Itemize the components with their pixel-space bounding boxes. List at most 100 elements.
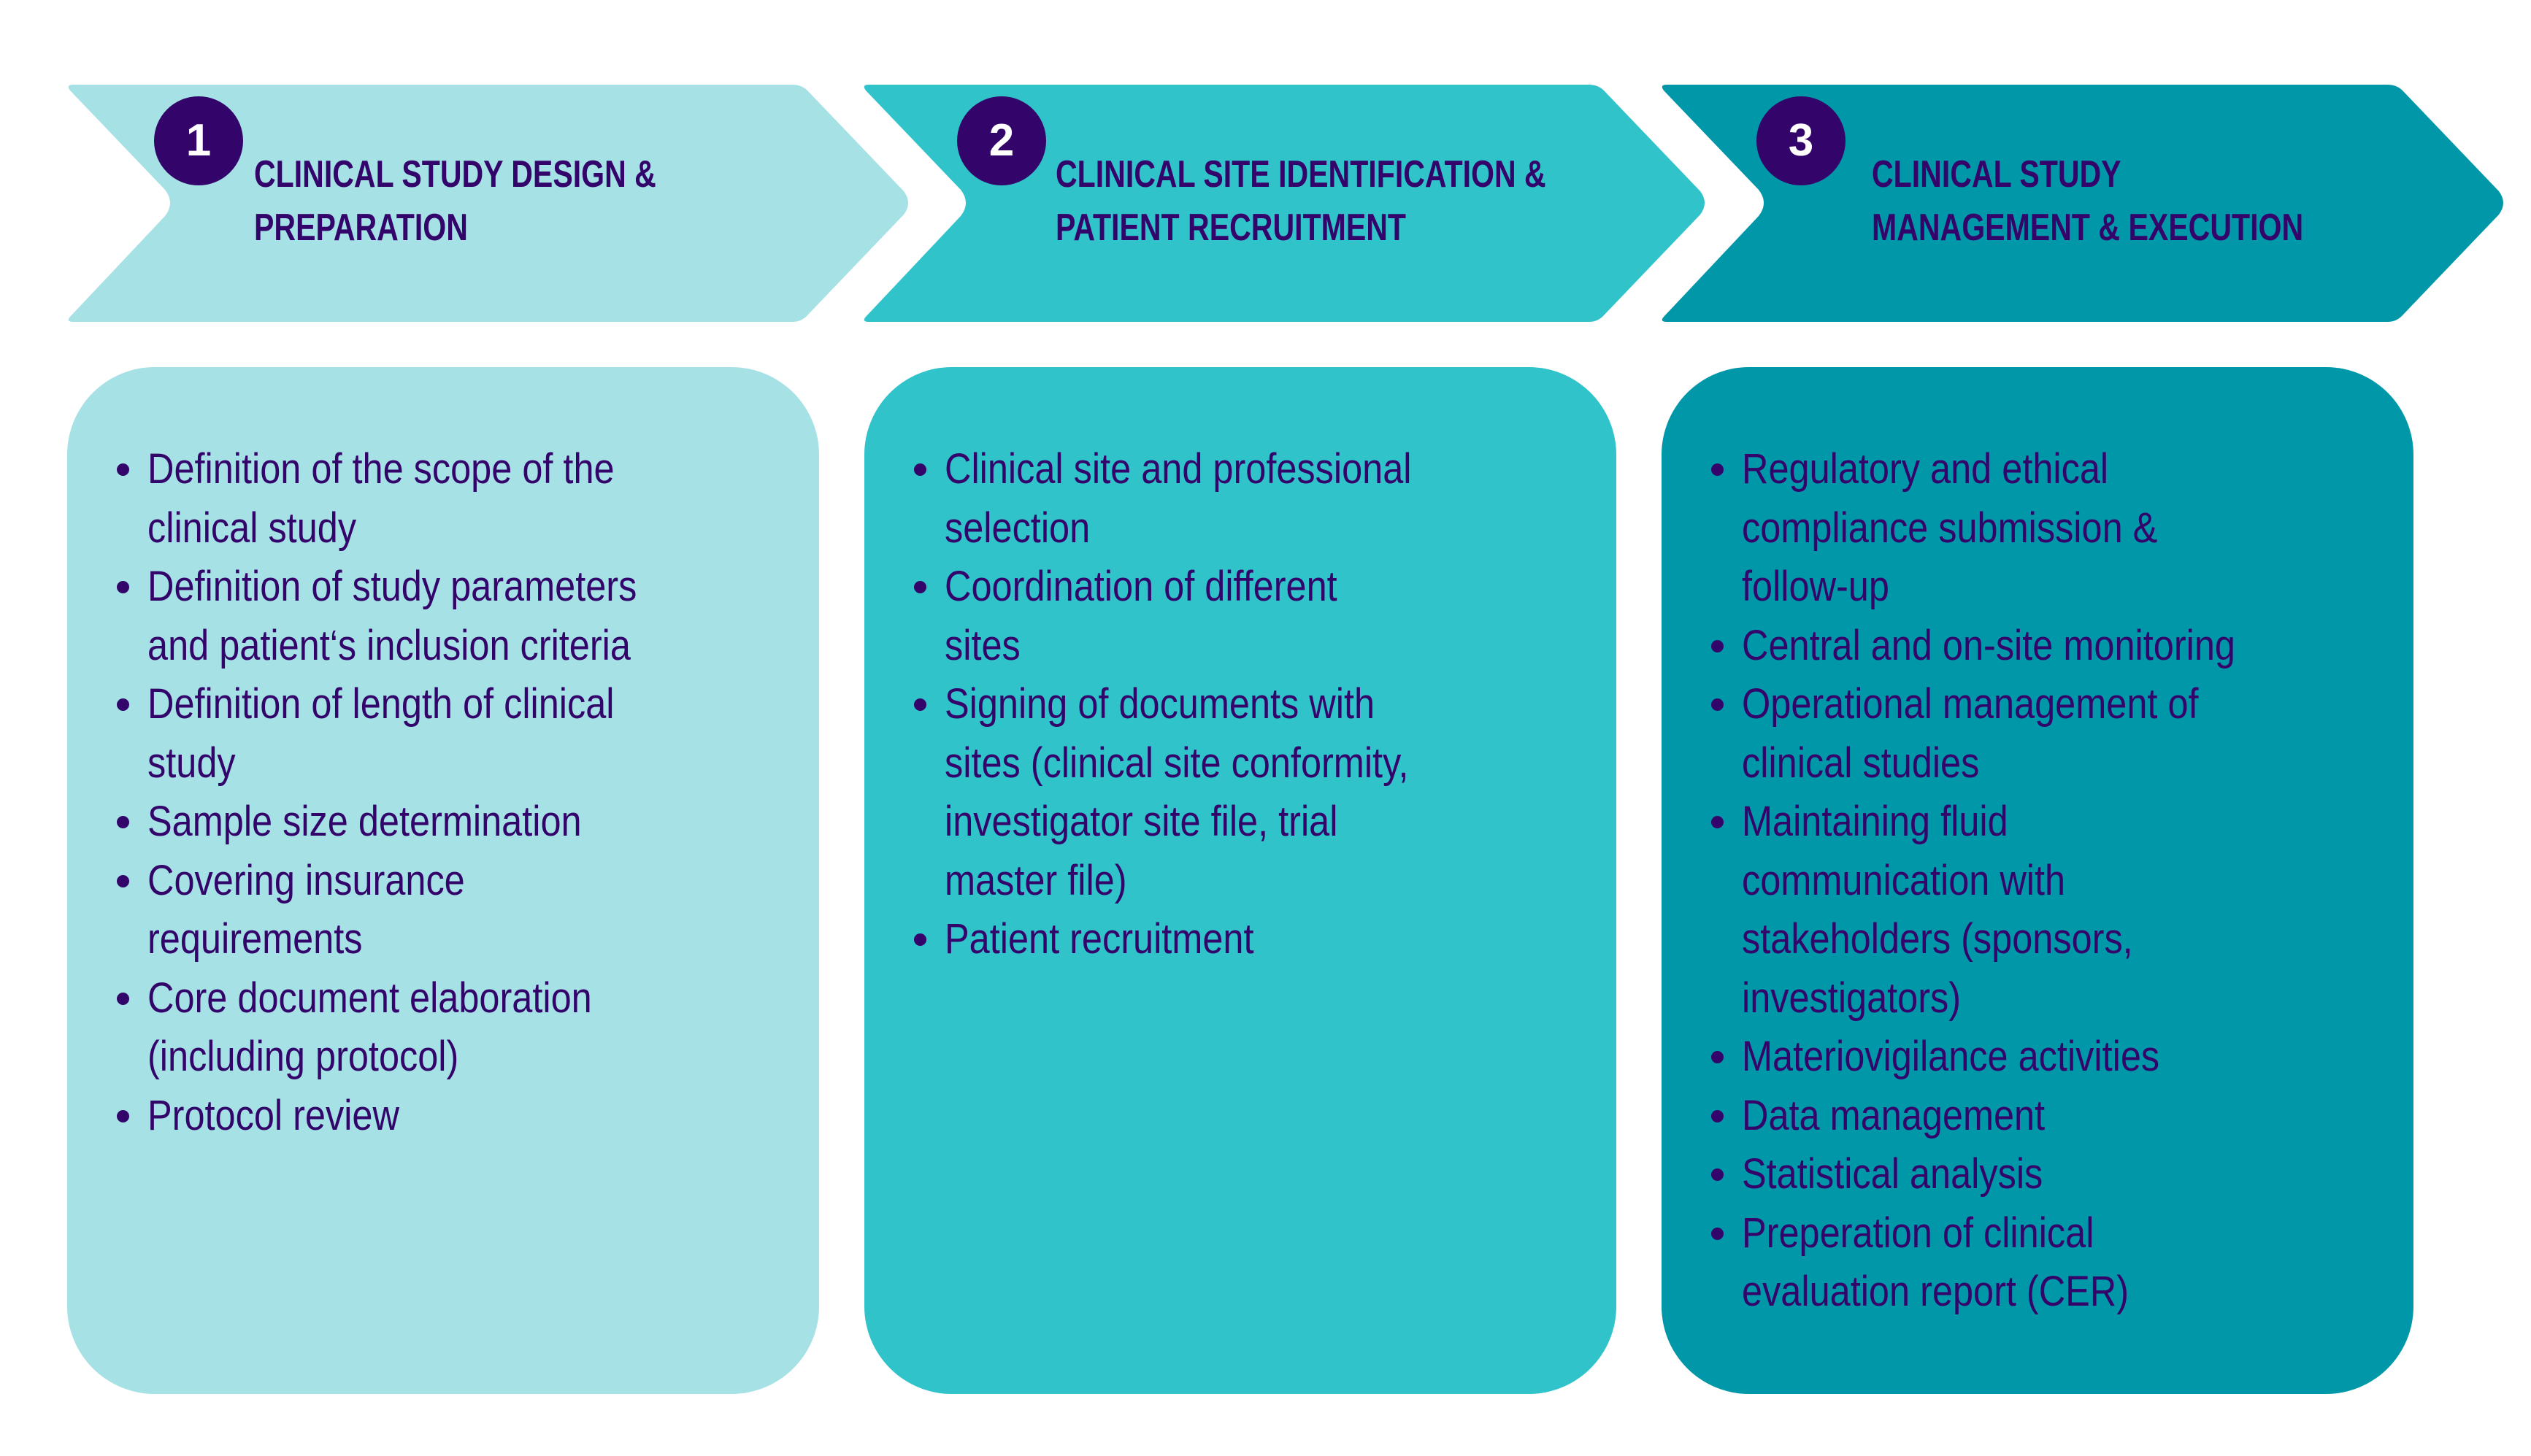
activity-item: Signing of documents with sites (clinical… <box>864 675 1616 910</box>
activity-item-text: sites (clinical site conformity, <box>945 739 1409 787</box>
step-number-badge-1: 1 <box>154 96 243 185</box>
activity-item-text: Coordination of different <box>945 563 1337 610</box>
activity-item-text: evaluation report (CER) <box>1742 1268 2129 1315</box>
activity-item-text: Maintaining fluid <box>1742 798 2008 845</box>
activity-item-text: Definition of study parameters <box>147 563 637 610</box>
bullet-icon <box>117 1109 129 1122</box>
activity-item-text: Materiovigilance activities <box>1742 1033 2160 1080</box>
activity-item: Preperation of clinical evaluation report… <box>1662 1204 2413 1322</box>
bullet-icon <box>1711 1051 1724 1063</box>
activity-item: Protocol review <box>67 1087 819 1146</box>
bullet-icon <box>117 698 129 711</box>
step-title-line: PATIENT RECRUITMENT <box>1056 207 1407 249</box>
step-title-3: CLINICAL STUDY MANAGEMENT & EXECUTION <box>1872 148 2303 255</box>
activity-item-text: Central and on-site monitoring <box>1742 621 2235 669</box>
activity-item-text: master file) <box>945 856 1127 904</box>
bullet-icon <box>914 581 926 593</box>
step-title-line: CLINICAL SITE IDENTIFICATION & <box>1056 153 1546 196</box>
activity-item: Patient recruitment <box>864 910 1616 969</box>
bullet-icon <box>117 874 129 887</box>
bullet-icon <box>1711 1227 1724 1240</box>
activity-item-text: Data management <box>1742 1091 2046 1139</box>
activity-item-text: investigators) <box>1742 974 1962 1022</box>
activity-item-text: Covering insurance <box>147 856 465 904</box>
activity-item-text: study <box>147 739 236 787</box>
bullet-icon <box>117 992 129 1005</box>
step-title-1: CLINICAL STUDY DESIGN & PREPARATION <box>254 148 656 255</box>
activity-item: Coordination of different sites <box>864 558 1616 675</box>
step-number: 2 <box>988 115 1015 166</box>
activity-item-text: Signing of documents with <box>945 680 1375 728</box>
step-number-badge-2: 2 <box>957 96 1046 185</box>
activity-item-text: Sample size determination <box>147 798 582 845</box>
activity-item-text: follow-up <box>1742 563 1889 610</box>
activity-item-text: Clinical site and professional <box>945 445 1412 493</box>
activity-item-text: and patient‘s inclusion criteria <box>147 621 631 669</box>
bullet-icon <box>1711 463 1724 476</box>
activity-item-text: selection <box>945 504 1091 552</box>
step-number: 3 <box>1788 115 1814 166</box>
activity-item: Sample size determination <box>67 793 819 852</box>
activity-item-text: Regulatory and ethical <box>1742 445 2109 493</box>
activity-item: Clinical site and professional selection <box>864 440 1616 558</box>
activity-item-text: clinical study <box>147 504 357 552</box>
bullet-icon <box>1711 1109 1724 1122</box>
activity-item: Operational management of clinical studie… <box>1662 675 2413 793</box>
step-card-1: Definition of the scope of the clinical s… <box>67 367 819 1394</box>
activity-item: Maintaining fluid communication with stake… <box>1662 793 2413 1028</box>
step-title-line: CLINICAL STUDY <box>1872 153 2121 196</box>
bullet-icon <box>914 698 926 711</box>
activity-item-text: Definition of length of clinical <box>147 680 615 728</box>
activity-item: Central and on-site monitoring <box>1662 617 2413 676</box>
activity-item-text: communication with <box>1742 856 2066 904</box>
activity-item: Regulatory and ethical compliance submiss… <box>1662 440 2413 617</box>
activity-item: Materiovigilance activities <box>1662 1028 2413 1087</box>
activity-item: Core document elaboration (including prot… <box>67 969 819 1087</box>
activity-item-text: Preperation of clinical <box>1742 1209 2094 1257</box>
activity-item-text: Core document elaboration <box>147 974 592 1022</box>
chevron-step-1 <box>68 85 908 322</box>
activity-item-text: investigator site file, trial <box>945 798 1338 845</box>
step-number-badge-3: 3 <box>1756 96 1846 185</box>
activity-item: Definition of the scope of the clinical s… <box>67 440 819 558</box>
bullet-icon <box>117 816 129 828</box>
activity-item: Definition of study parameters and patien… <box>67 558 819 675</box>
bullet-icon <box>914 933 926 946</box>
activity-item-text: Protocol review <box>147 1091 399 1139</box>
step-title-2: CLINICAL SITE IDENTIFICATION & PATIENT R… <box>1056 148 1546 255</box>
activity-item-text: compliance submission & <box>1742 504 2158 552</box>
bullet-icon <box>1711 816 1724 828</box>
chevron-step-3 <box>1662 85 2503 322</box>
activity-list: Regulatory and ethical compliance submiss… <box>1662 440 2413 1322</box>
bullet-icon <box>1711 1168 1724 1181</box>
step-title-line: MANAGEMENT & EXECUTION <box>1872 207 2304 249</box>
activity-item-text: Operational management of <box>1742 680 2199 728</box>
activity-item-text: requirements <box>147 915 363 963</box>
activity-item: Covering insurance requirements <box>67 852 819 969</box>
activity-item-text: stakeholders (sponsors, <box>1742 915 2133 963</box>
bullet-icon <box>1711 639 1724 652</box>
activity-item: Data management <box>1662 1087 2413 1146</box>
activity-item-text: clinical studies <box>1742 739 1980 787</box>
bullet-icon <box>914 463 926 476</box>
step-number: 1 <box>185 115 212 166</box>
activity-item-text: sites <box>945 621 1021 669</box>
activity-item-text: Definition of the scope of the <box>147 445 615 493</box>
activity-item: Statistical analysis <box>1662 1145 2413 1204</box>
step-title-line: CLINICAL STUDY DESIGN & <box>254 153 656 196</box>
bullet-icon <box>1711 698 1724 711</box>
bullet-icon <box>117 463 129 476</box>
step-card-3: Regulatory and ethical compliance submiss… <box>1662 367 2413 1394</box>
bullet-icon <box>117 581 129 593</box>
activity-item-text: Patient recruitment <box>945 915 1254 963</box>
activity-item-text: (including protocol) <box>147 1033 459 1080</box>
step-title-line: PREPARATION <box>254 207 468 249</box>
activity-item: Definition of length of clinical study <box>67 675 819 793</box>
chevron-step-2 <box>864 85 1705 322</box>
activity-list: Definition of the scope of the clinical s… <box>67 440 819 1145</box>
activity-item-text: Statistical analysis <box>1742 1150 2043 1198</box>
